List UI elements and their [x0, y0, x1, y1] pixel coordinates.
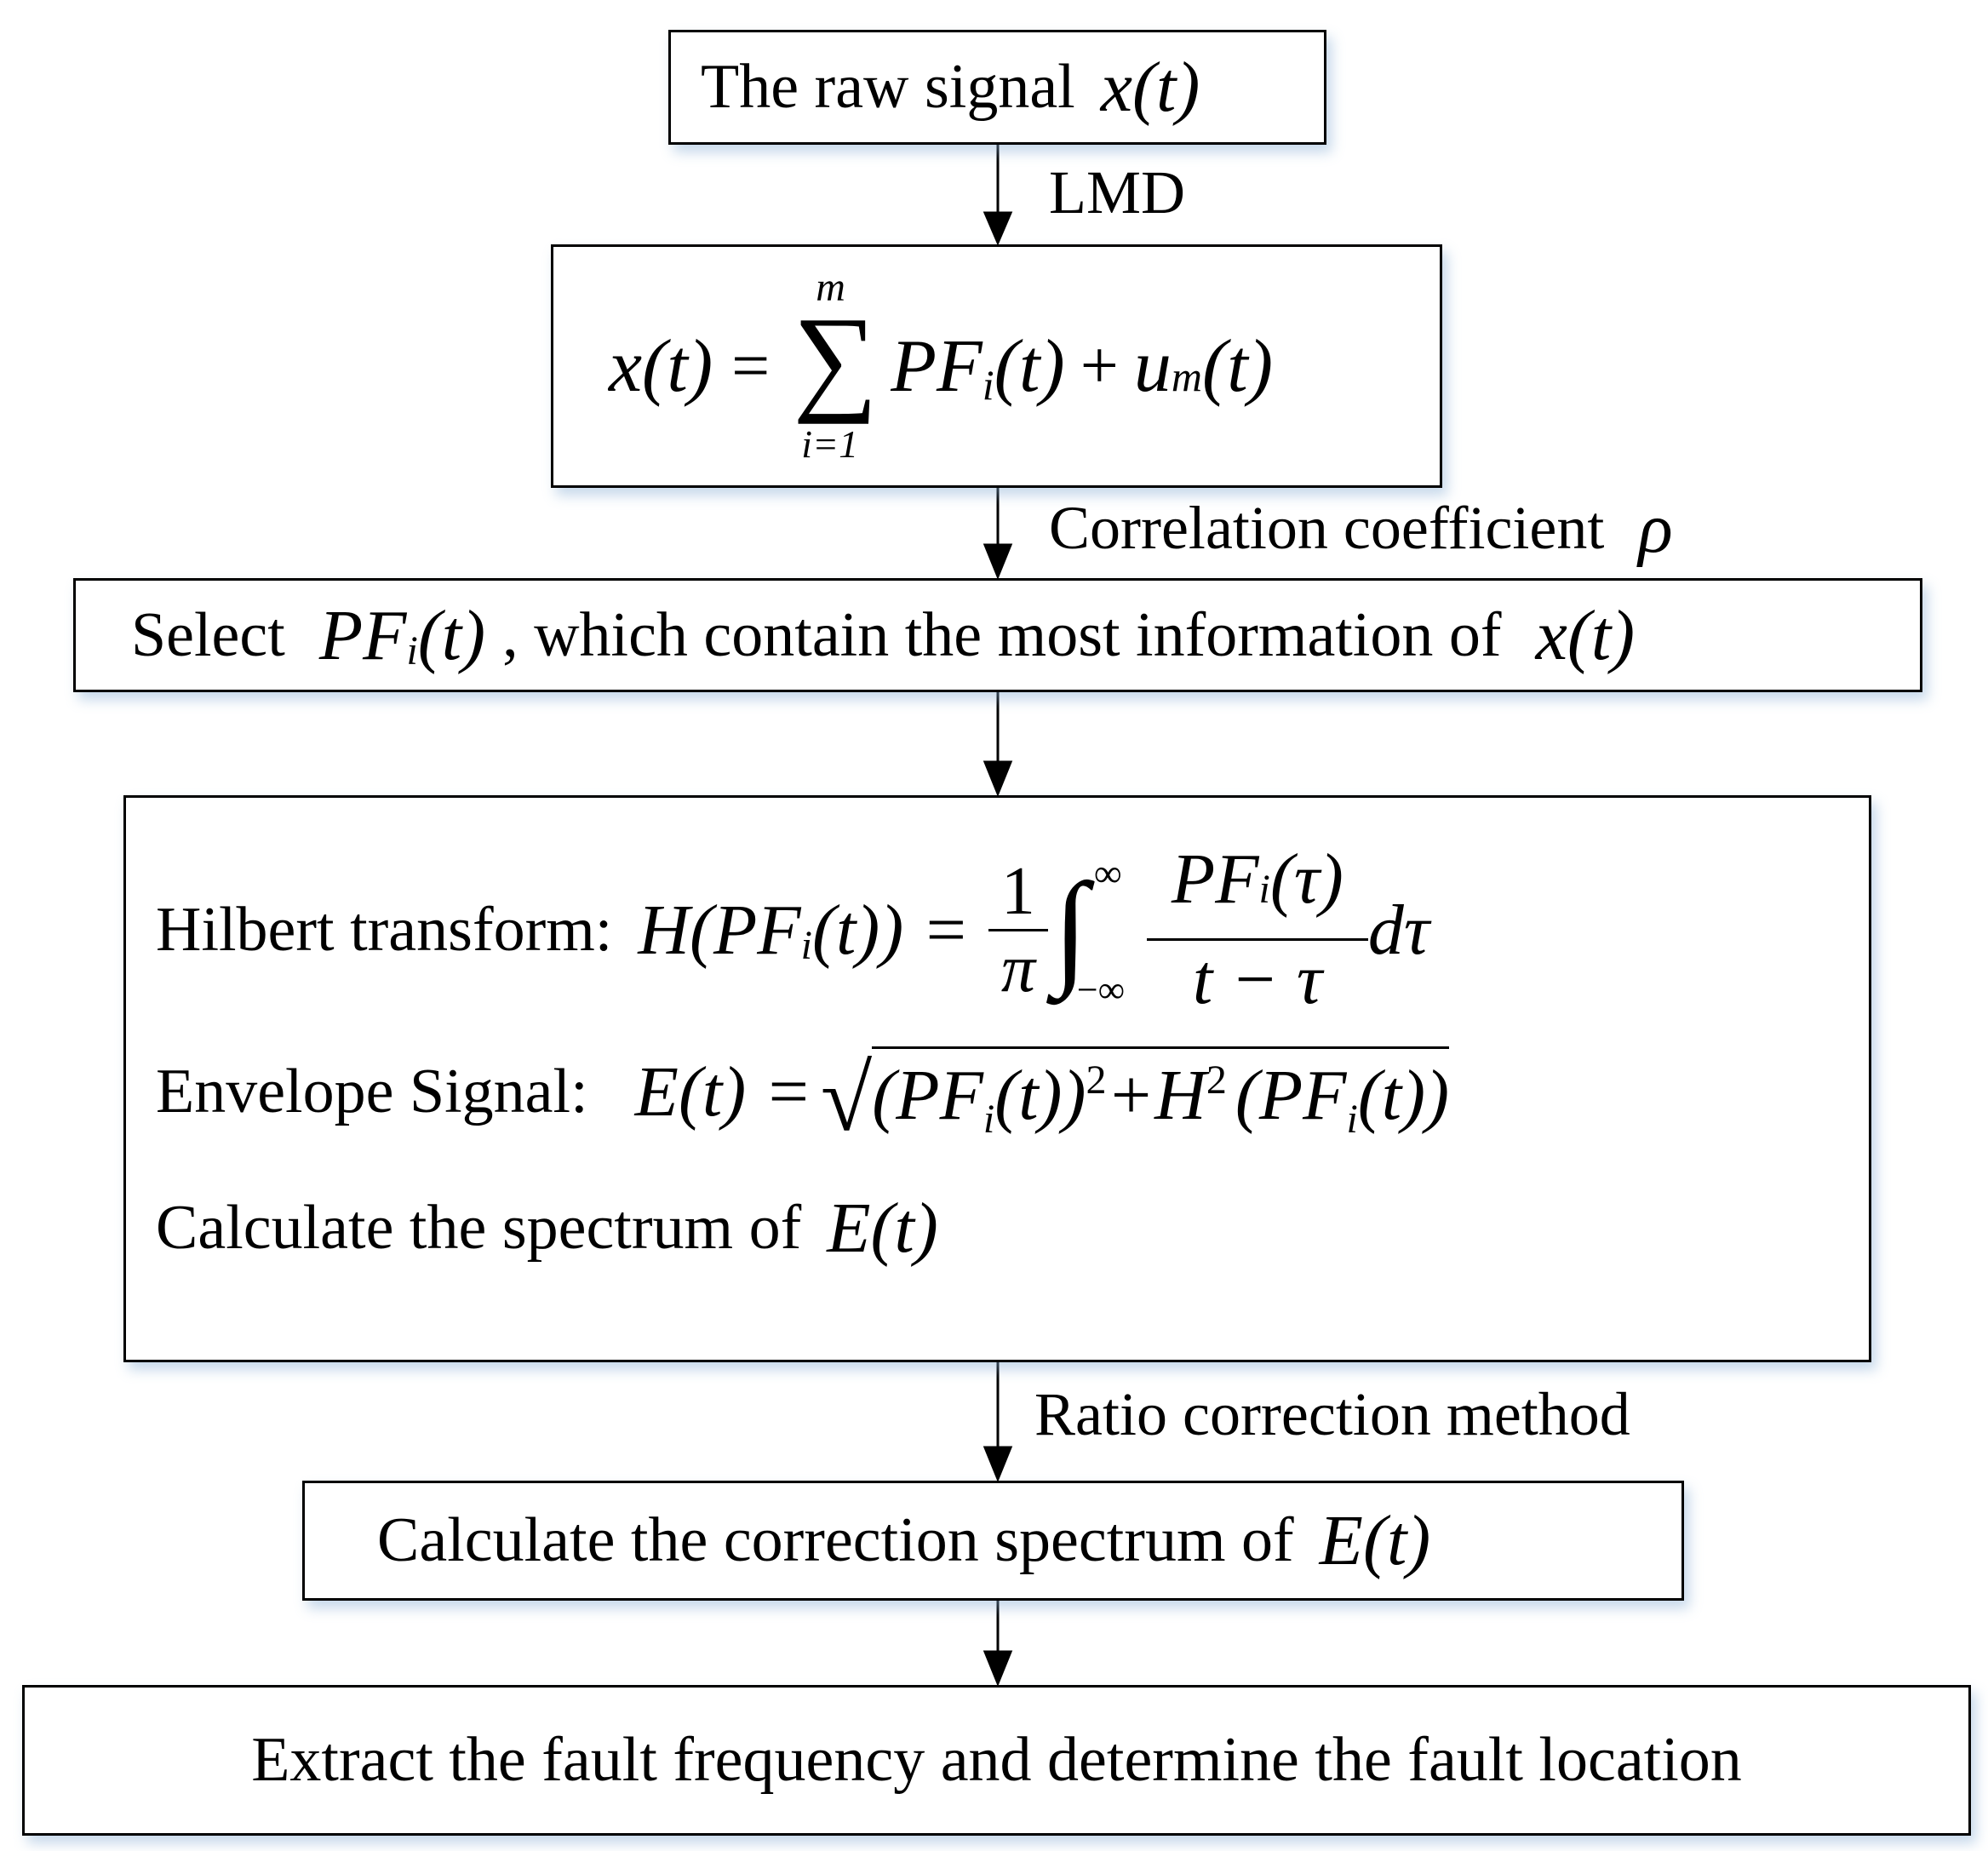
- edge-label-correlation: Correlation coefficient ρ: [1049, 489, 1673, 568]
- sqrt-radicand: (PFi(t))2+H2(PFi(t)): [872, 1046, 1450, 1142]
- hilbert-lhs: H(PF: [638, 890, 801, 970]
- correction-spectrum-box: Calculate the correction spectrum of E(t…: [302, 1481, 1684, 1601]
- decomp-equals: =: [731, 328, 771, 404]
- kernel-numerator-pf: PF: [1171, 840, 1259, 919]
- fraction-numerator-1: 1: [1000, 853, 1035, 929]
- select-label: Select: [131, 599, 285, 670]
- fraction-kernel: PFi(τ) t − τ: [1146, 840, 1368, 1019]
- select-pf-box: Select PF i (t) , which contain the most…: [73, 578, 1922, 692]
- env-term-a-end: (t)): [994, 1056, 1086, 1135]
- sum-lower-limit: i=1: [801, 422, 859, 466]
- hilbert-lhs-end: (t)) =: [811, 890, 970, 970]
- kernel-denominator: t − τ: [1192, 940, 1322, 1019]
- envelope-label: Envelope Signal:: [156, 1056, 588, 1126]
- fraction-bar-1: [988, 928, 1048, 931]
- select-pf-subscript: i: [406, 628, 418, 673]
- kernel-numerator-subscript: i: [1258, 867, 1270, 912]
- fraction-one-over-pi: 1 π: [988, 854, 1048, 1006]
- env-term-b-subscript: i: [1346, 1097, 1358, 1142]
- select-pf: PF: [318, 595, 407, 675]
- select-x: x(t): [1535, 595, 1636, 675]
- hilbert-label: Hilbert transform:: [156, 894, 613, 965]
- env-square-2: 2: [1206, 1057, 1227, 1103]
- arrowhead-4: [983, 1446, 1013, 1482]
- env-term-a: (PF: [872, 1056, 983, 1135]
- hilbert-lhs-subscript: i: [800, 922, 812, 968]
- arrowhead-2: [983, 543, 1013, 580]
- env-term-b: (PF: [1235, 1056, 1347, 1135]
- kernel-numerator: PFi(τ): [1172, 840, 1343, 938]
- sum-upper-limit: m: [816, 265, 845, 310]
- extract-label: Extract the fault frequency and determin…: [251, 1725, 1742, 1795]
- envelope-row: Envelope Signal: E(t) = √ (PFi(t))2+H2(P…: [156, 1036, 1450, 1150]
- fraction-bar-2: [1146, 938, 1368, 941]
- env-term-b-end: (t)): [1357, 1056, 1450, 1135]
- arrowhead-5: [983, 1650, 1013, 1687]
- sum-sign: ∑: [793, 293, 879, 425]
- correction-label: Calculate the correction spectrum of: [377, 1505, 1294, 1575]
- extract-fault-box: Extract the fault frequency and determin…: [22, 1685, 1971, 1836]
- raw-signal-box: The raw signal x(t): [668, 30, 1326, 145]
- integral-upper-limit: ∞: [1093, 851, 1122, 895]
- edge-label-correlation-text: Correlation coefficient: [1049, 493, 1605, 562]
- fraction-denominator-pi: π: [1000, 931, 1035, 1006]
- arrowhead-3: [983, 760, 1013, 797]
- spectrum-row: Calculate the spectrum of E(t): [156, 1172, 938, 1283]
- raw-signal-math: x(t): [1100, 48, 1200, 127]
- arrowhead-1: [983, 211, 1013, 246]
- envelope-lhs: E(t) =: [634, 1052, 812, 1132]
- select-description: , which contain the most information of: [502, 599, 1502, 670]
- env-square-1: 2: [1086, 1057, 1107, 1103]
- residual-subscript: m: [1171, 352, 1202, 400]
- spectrum-label: Calculate the spectrum of: [156, 1192, 802, 1263]
- env-term-a-subscript: i: [983, 1097, 995, 1142]
- spectrum-math: E(t): [827, 1188, 938, 1268]
- processing-box: Hilbert transform: H(PF i (t)) = 1 π ∫ ∞…: [123, 795, 1871, 1362]
- edge-label-lmd: LMD: [1049, 158, 1185, 226]
- edge-label-rho: ρ: [1638, 488, 1673, 568]
- select-pf-argument: (t): [417, 595, 486, 675]
- pf-term: PF: [891, 324, 983, 408]
- integral-sign: ∫: [1052, 857, 1089, 999]
- hilbert-row: Hilbert transform: H(PF i (t)) = 1 π ∫ ∞…: [156, 840, 1429, 1019]
- edge-label-ratio-correction: Ratio correction method: [1034, 1380, 1630, 1448]
- pf-argument: (t): [994, 324, 1065, 408]
- sqrt-sign: √: [820, 1046, 873, 1150]
- decomp-plus: +: [1080, 328, 1119, 404]
- integral-group: ∫ ∞ −∞: [1053, 849, 1147, 1011]
- kernel-numerator-end: (τ): [1269, 840, 1343, 919]
- decomposition-box: x(t) = m ∑ i=1 PF i (t) + u m (t): [551, 244, 1442, 488]
- pf-subscript: i: [982, 361, 994, 409]
- raw-signal-label: The raw signal: [701, 52, 1075, 122]
- residual-argument: (t): [1201, 324, 1274, 408]
- env-plus-h: +H: [1106, 1056, 1206, 1135]
- integral-lower-limit: −∞: [1076, 969, 1126, 1011]
- sum-group: m ∑ i=1: [788, 247, 882, 485]
- correction-math: E(t): [1319, 1501, 1431, 1580]
- residual-term: u: [1133, 324, 1172, 408]
- decomp-lhs: x(t): [609, 324, 713, 408]
- integral-dtau: dτ: [1367, 890, 1429, 970]
